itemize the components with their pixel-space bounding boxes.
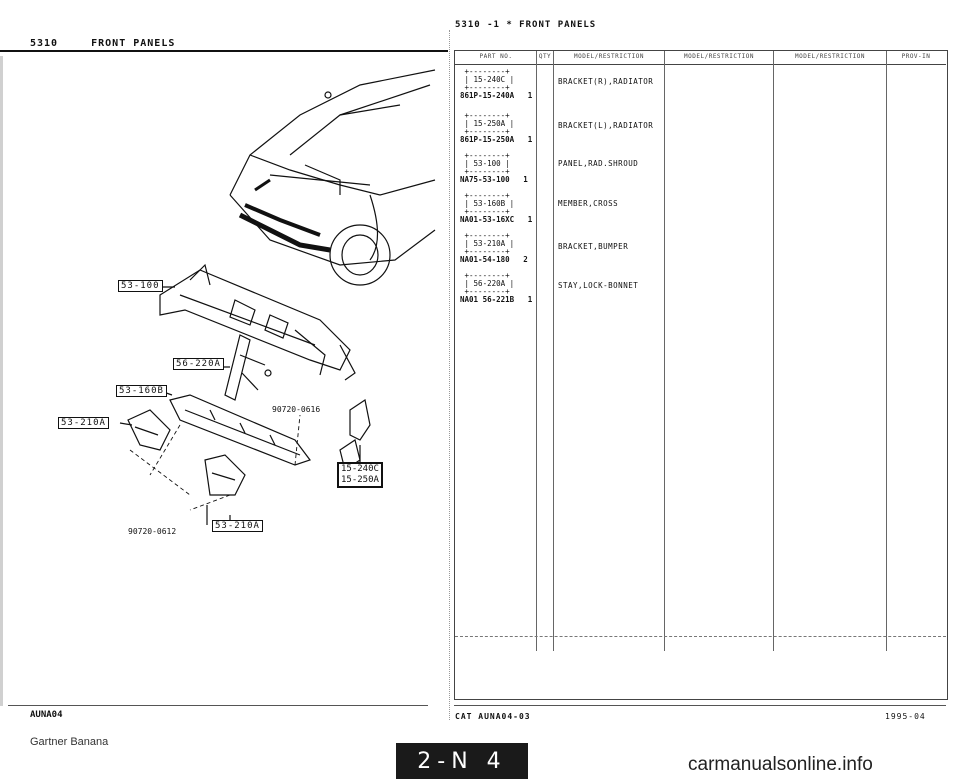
part-description: BRACKET(R),RADIATOR bbox=[558, 77, 654, 86]
catalog-date: 1995-04 bbox=[885, 712, 926, 721]
header-part-no: PART NO. bbox=[479, 53, 513, 60]
part-number: NA01-53-16XC bbox=[460, 215, 515, 224]
part-description: PANEL,RAD.SHROUD bbox=[558, 159, 639, 168]
part-row: +--------+ | 53-210A | +--------+ NA01-5… bbox=[460, 231, 528, 264]
front-panels-diagram bbox=[119, 69, 436, 525]
part-qty: 2 bbox=[523, 255, 528, 264]
part-description: STAY,LOCK-BONNET bbox=[558, 281, 639, 290]
bolt-label-0612: 90720-0612 bbox=[128, 527, 177, 536]
header-prov: PROV-IN bbox=[901, 53, 931, 60]
part-number: NA01-54-180 bbox=[460, 255, 510, 264]
part-qty: 1 bbox=[527, 215, 533, 224]
part-row: +--------+ | 15-240C | +--------+ 861P-1… bbox=[460, 67, 533, 100]
callout-53-210a-left: 53-210A bbox=[58, 417, 109, 429]
part-qty: 1 bbox=[527, 135, 533, 144]
part-description: MEMBER,CROSS bbox=[558, 199, 619, 208]
right-page-header: 5310 -1 * FRONT PANELS bbox=[455, 20, 597, 30]
part-number: NA75-53-100 bbox=[460, 175, 510, 184]
watermark-left: Gartner Banana bbox=[30, 736, 109, 748]
bumper-bracket-left bbox=[127, 409, 171, 451]
part-number: 861P-15-240A bbox=[460, 91, 515, 100]
col-divider bbox=[664, 51, 665, 651]
col-divider bbox=[536, 51, 537, 651]
part-ref: 53-210A bbox=[473, 239, 506, 248]
left-margin-bar bbox=[0, 56, 3, 706]
col-divider bbox=[553, 51, 554, 651]
col-divider bbox=[773, 51, 774, 651]
parts-table bbox=[454, 50, 948, 700]
part-row: +--------+ | 56-220A | +--------+ NA01 5… bbox=[460, 271, 533, 304]
bumper-bracket-right bbox=[204, 454, 246, 496]
part-ref: 53-160B bbox=[473, 199, 506, 208]
part-description: BRACKET,BUMPER bbox=[558, 242, 629, 251]
parts-table-header bbox=[455, 51, 946, 65]
watermark-right: carmanualsonline.info bbox=[688, 754, 873, 775]
callout-radiator-brackets: 15-240C 15-250A bbox=[337, 462, 383, 488]
car-illustration bbox=[229, 69, 436, 286]
callout-53-210a-bottom: 53-210A bbox=[212, 520, 263, 532]
part-row: +--------+ | 53-160B | +--------+ NA01-5… bbox=[460, 191, 533, 224]
cross-member bbox=[169, 394, 311, 466]
callout-53-100: 53-100 bbox=[118, 280, 163, 292]
part-row: +--------+ | 15-250A | +--------+ 861P-1… bbox=[460, 111, 533, 144]
part-qty: 1 bbox=[527, 295, 533, 304]
callout-15-250a: 15-250A bbox=[341, 475, 379, 485]
part-qty: 1 bbox=[527, 91, 533, 100]
header-model-2: MODEL/RESTRICTION bbox=[684, 53, 754, 60]
right-footer-rule bbox=[454, 705, 946, 706]
part-qty: 1 bbox=[523, 175, 528, 184]
part-row: +--------+ | 53-100 | +--------+ NA75-53… bbox=[460, 151, 528, 184]
bolt-label-0616: 90720-0616 bbox=[272, 405, 321, 414]
header-qty: QTY bbox=[538, 53, 552, 60]
callout-15-240c: 15-240C bbox=[341, 464, 379, 474]
table-bottom-rule bbox=[455, 636, 946, 638]
left-page-header: 5310 FRONT PANELS bbox=[30, 38, 175, 49]
callout-53-160b: 53-160B bbox=[116, 385, 167, 397]
bonnet-lock-stay bbox=[224, 334, 272, 401]
center-divider bbox=[449, 30, 451, 720]
part-ref: 15-250A bbox=[473, 119, 506, 128]
radiator-brackets bbox=[339, 399, 371, 471]
callout-56-220a: 56-220A bbox=[173, 358, 224, 370]
header-model-1: MODEL/RESTRICTION bbox=[574, 53, 644, 60]
catalog-code: CAT AUNA04-03 bbox=[455, 712, 531, 721]
part-ref: 15-240C bbox=[473, 75, 506, 84]
left-section-code: 5310 bbox=[30, 38, 59, 49]
part-ref: 56-220A bbox=[473, 279, 506, 288]
left-footer-rule bbox=[8, 705, 428, 706]
part-number: 861P-15-250A bbox=[460, 135, 515, 144]
col-divider bbox=[886, 51, 887, 651]
radiator-shroud-panel bbox=[159, 263, 356, 381]
left-footer-code: AUNA04 bbox=[30, 710, 63, 720]
page-number-tab: 2-N 4 bbox=[396, 743, 528, 779]
part-description: BRACKET(L),RADIATOR bbox=[558, 121, 654, 130]
part-ref: 53-100 bbox=[473, 159, 501, 168]
part-number: NA01 56-221B bbox=[460, 295, 515, 304]
left-header-rule bbox=[0, 50, 448, 52]
left-section-title: FRONT PANELS bbox=[91, 38, 176, 49]
header-model-3: MODEL/RESTRICTION bbox=[795, 53, 865, 60]
